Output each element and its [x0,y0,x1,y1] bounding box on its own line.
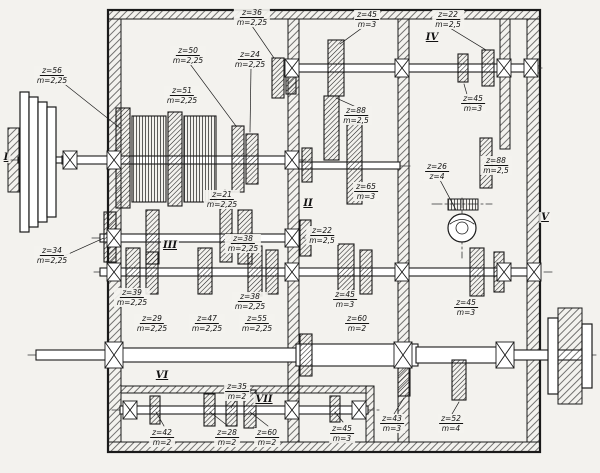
bearings [62,58,542,420]
worm-wheel [447,213,477,243]
cone-pulley [7,91,57,233]
clutch-packs [131,115,217,203]
spindle-pulley [547,307,593,405]
leader-lines [61,25,487,427]
worm-screw [447,198,479,211]
